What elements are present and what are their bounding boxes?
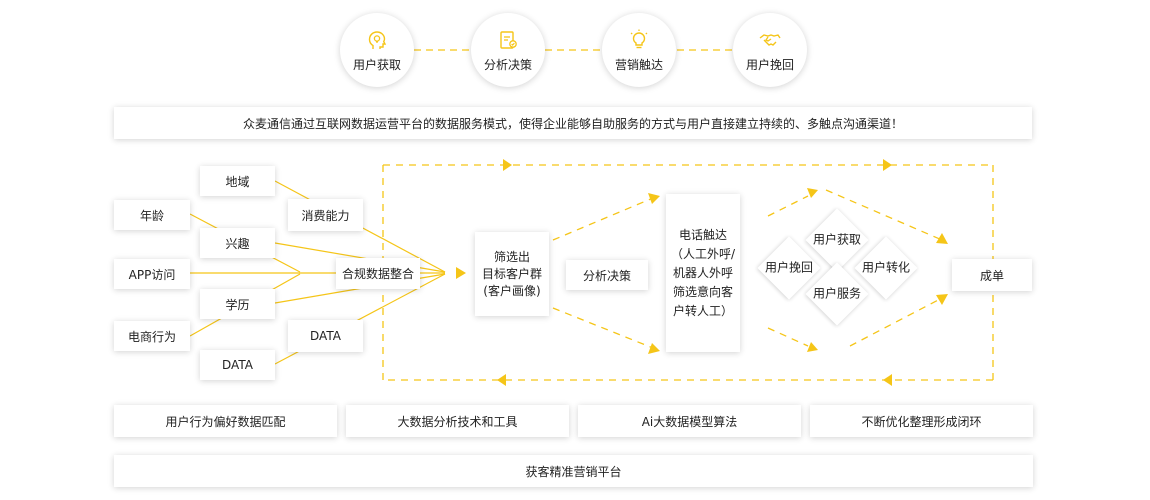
diamond-label-top: 用户获取: [812, 232, 862, 247]
source-label: 地域: [225, 174, 250, 189]
deal-label: 成单: [979, 268, 1004, 283]
document-chart-icon: [500, 30, 517, 49]
source-label: DATA: [310, 329, 341, 343]
feature-label: 大数据分析技术和工具: [397, 414, 518, 429]
footer-platform: 获客精准营销平台: [114, 455, 1033, 487]
diamond-label-left: 用户挽回: [764, 260, 814, 275]
source-data: DATA: [200, 350, 275, 380]
analysis-label: 分析决策: [582, 268, 631, 283]
analysis-box: 分析决策: [566, 260, 648, 290]
source-label: 消费能力: [301, 208, 350, 223]
lightbulb-icon: [630, 29, 648, 48]
feature-big-data-tools: 大数据分析技术和工具: [346, 405, 569, 437]
intro-banner: 众麦通信通过互联网数据运营平台的数据服务模式，使得企业能够自助服务的方式与用户直…: [114, 107, 1032, 139]
circle-user-retention: 用户挽回: [733, 13, 807, 87]
source-region: 地域: [200, 166, 275, 196]
source-interest: 兴趣: [200, 228, 275, 258]
feature-label: 用户行为偏好数据匹配: [165, 414, 286, 429]
source-label: 年龄: [139, 208, 164, 223]
handshake-icon: [759, 33, 781, 46]
source-education: 学历: [200, 289, 275, 319]
source-consumption: 消费能力: [288, 199, 363, 231]
source-label: APP访问: [128, 267, 176, 282]
arrow-to-filter: [456, 267, 466, 279]
feature-behavior-match: 用户行为偏好数据匹配: [114, 405, 337, 437]
circle-label: 用户获取: [352, 57, 401, 72]
circle-label: 营销触达: [614, 57, 663, 72]
circle-analysis-decision: 分析决策: [471, 13, 545, 87]
merge-data-box: 合规数据整合: [336, 258, 420, 289]
source-app-visit: APP访问: [114, 259, 190, 289]
head-lightbulb-icon: [368, 30, 387, 49]
merge-label: 合规数据整合: [341, 267, 414, 281]
source-age: 年龄: [114, 200, 190, 230]
feature-closed-loop: 不断优化整理形成闭环: [810, 405, 1033, 437]
circle-user-acquisition: 用户获取: [340, 13, 414, 87]
footer-label: 获客精准营销平台: [525, 464, 622, 479]
filter-label: 筛选出 目标客户群 (客户画像): [481, 249, 542, 298]
circle-marketing-reach: 营销触达: [602, 13, 676, 87]
feature-label: Ai大数据模型算法: [641, 414, 738, 429]
circle-label: 用户挽回: [745, 57, 794, 72]
source-label: 电商行为: [127, 329, 176, 344]
filter-target-box: 筛选出 目标客户群 (客户画像): [475, 232, 549, 316]
source-ecommerce: 电商行为: [114, 321, 190, 351]
intro-text: 众麦通信通过互联网数据运营平台的数据服务模式，使得企业能够自助服务的方式与用户直…: [242, 116, 903, 131]
phone-reach-box: 电话触达 （人工外呼/ 机器人外呼 筛选意向客 户转人工）: [666, 194, 740, 352]
source-label: 兴趣: [225, 236, 250, 251]
phone-label: 电话触达 （人工外呼/ 机器人外呼 筛选意向客 户转人工）: [670, 227, 736, 318]
source-data-2: DATA: [288, 320, 363, 352]
feature-label: 不断优化整理形成闭环: [861, 414, 982, 429]
diamond-label-right: 用户转化: [861, 260, 911, 275]
diamond-label-bottom: 用户服务: [812, 286, 862, 301]
deal-box: 成单: [952, 259, 1032, 291]
feature-ai-model: Ai大数据模型算法: [578, 405, 801, 437]
source-label: 学历: [225, 297, 250, 312]
source-label: DATA: [222, 358, 253, 372]
circle-label: 分析决策: [483, 57, 532, 72]
